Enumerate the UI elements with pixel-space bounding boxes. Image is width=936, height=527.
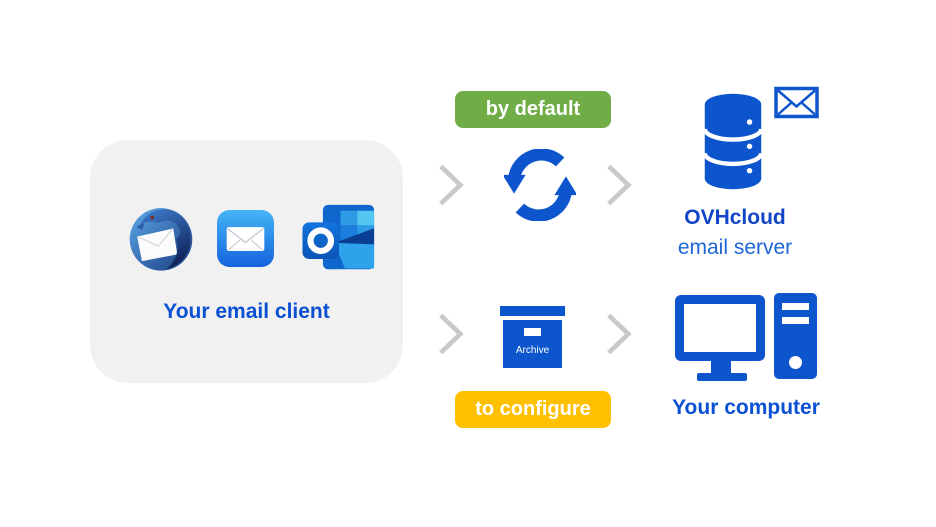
- chevron-right-icon: [605, 312, 633, 356]
- desktop-computer-icon: [673, 292, 818, 382]
- outlook-icon: [301, 203, 377, 274]
- computer-tower-icon: [774, 293, 817, 379]
- chevron-right-icon: [437, 312, 465, 356]
- computer-label: Your computer: [672, 396, 820, 419]
- by-default-badge: by default: [455, 91, 611, 128]
- email-client-label: Your email client: [163, 300, 330, 323]
- archive-box-body: Archive: [503, 320, 562, 368]
- archive-box-label: Archive: [515, 345, 550, 356]
- server-subtitle: email server: [677, 236, 793, 259]
- archive-box-icon: Archive: [500, 306, 565, 368]
- chevron-right-icon: [437, 163, 465, 207]
- tower-drive-slot: [782, 317, 809, 324]
- tower-drive-slot: [782, 303, 809, 310]
- tower-power-button: [789, 356, 802, 369]
- thunderbird-icon: [127, 204, 195, 272]
- monitor-icon: [675, 295, 765, 361]
- to-configure-badge-label: to configure: [475, 398, 591, 420]
- sync-icon: [502, 148, 578, 222]
- email-client-panel: Your email client: [90, 140, 403, 383]
- envelope-outline-icon: [774, 86, 819, 119]
- apple-mail-icon: [217, 210, 274, 267]
- to-configure-badge: to configure: [455, 391, 611, 428]
- database-icon: [696, 91, 770, 192]
- chevron-right-icon: [605, 163, 633, 207]
- monitor-base: [697, 373, 747, 381]
- server-title: OVHcloud: [684, 206, 786, 229]
- server-caption: OVHcloud email server: [650, 206, 820, 260]
- monitor-stand: [711, 361, 731, 373]
- archive-box-handle-slot: [524, 328, 541, 336]
- archive-box-lid: [500, 306, 565, 316]
- by-default-badge-label: by default: [485, 98, 581, 120]
